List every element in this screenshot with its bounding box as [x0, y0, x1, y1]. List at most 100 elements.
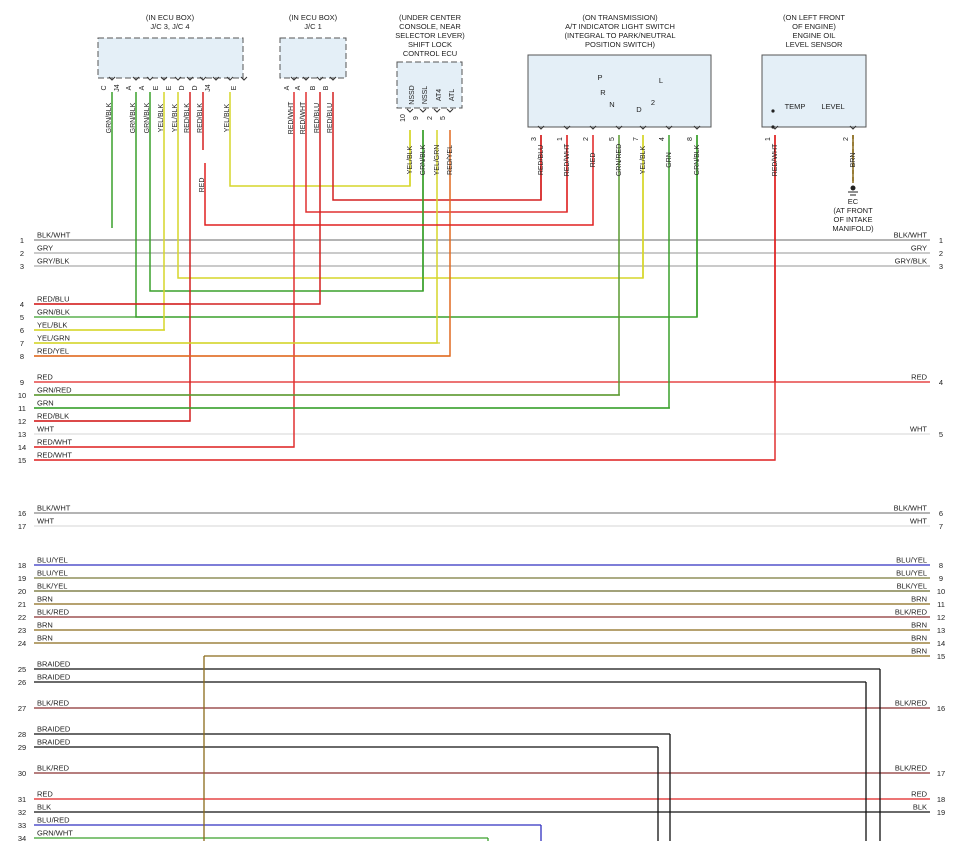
pin-label: D	[179, 85, 186, 90]
pin-marker	[849, 125, 857, 130]
row-wire-label-right: BLK/RED	[895, 764, 928, 773]
row-wire-label-right: BLK/RED	[895, 699, 928, 708]
vertical-wire-label: RED	[199, 178, 206, 193]
vertical-wire-label: RED/BLK	[197, 103, 204, 133]
component-caption: (UNDER CENTER	[399, 13, 462, 22]
vertical-wire-label: GRN/BLK	[694, 144, 701, 175]
component-caption: (ON LEFT FRONT	[783, 13, 845, 22]
row-wire-label: GRN/BLK	[37, 308, 70, 317]
vertical-wire-label: GRN/BLK	[106, 102, 113, 133]
row-number-left: 23	[18, 626, 26, 635]
row-wire-label: BRN	[37, 595, 53, 604]
component-caption: A/T INDICATOR LIGHT SWITCH	[565, 22, 675, 31]
row-number-left: 34	[18, 834, 26, 841]
oil-level-sensor-box	[761, 54, 867, 128]
component-caption: LEVEL SENSOR	[786, 40, 843, 49]
row-number-right: 2	[939, 249, 943, 258]
row-number-left: 2	[20, 249, 24, 258]
wire-layer	[34, 47, 930, 841]
pin-label: E	[166, 85, 173, 90]
row-number-left: 18	[18, 561, 26, 570]
row-number-left: 26	[18, 678, 26, 687]
component-caption: POSITION SWITCH)	[585, 40, 656, 49]
row-wire-label: BRN	[37, 621, 53, 630]
row-wire-label: BLK	[37, 803, 51, 812]
row-wire-label: BLK/RED	[37, 699, 70, 708]
row-wire-label: GRN/WHT	[37, 829, 73, 838]
row-number-left: 29	[18, 743, 26, 752]
row-wire-label-right: BLU/YEL	[896, 569, 927, 578]
row-wire-label-right: BRN	[911, 634, 927, 643]
component-caption: CONTROL ECU	[403, 49, 457, 58]
vertical-wire-label: GRN/BLK	[144, 102, 151, 133]
row-number-right: 17	[937, 769, 945, 778]
row-number-left: 12	[18, 417, 26, 426]
row-number-left: 21	[18, 600, 26, 609]
component-caption: EC	[848, 197, 859, 206]
vertical-wire-label: RED/WHT	[288, 101, 295, 134]
component-caption: OF INTAKE	[833, 215, 872, 224]
row-number-left: 17	[18, 522, 26, 531]
row-number-left: 5	[20, 313, 24, 322]
pin-label: NSSD	[409, 85, 416, 104]
pin-marker	[186, 76, 194, 81]
row-wire-label-right: BLU/YEL	[896, 556, 927, 565]
component-caption: (ON TRANSMISSION)	[582, 13, 658, 22]
vertical-wire-label: RED/BLU	[327, 103, 334, 133]
switch-label: R	[600, 88, 606, 97]
vertical-wire-label: GRN	[666, 152, 673, 168]
vertical-wire-label: RED/WHT	[772, 143, 779, 176]
row-number-left: 31	[18, 795, 26, 804]
row-wire-label: GRY	[37, 244, 53, 253]
row-number-left: 7	[20, 339, 24, 348]
at-indicator-switch-box	[527, 54, 712, 128]
row-wire-label: YEL/BLK	[37, 321, 67, 330]
row-number-right: 4	[939, 378, 943, 387]
row-wire-label: BLK/RED	[37, 608, 70, 617]
pin-label: A	[139, 85, 146, 90]
row-number-left: 10	[18, 391, 26, 400]
switch-label: L	[659, 76, 663, 85]
switch-label: LEVEL	[821, 102, 844, 111]
row-wire-label-right: BLK/WHT	[894, 504, 928, 513]
row-number-right: 7	[939, 522, 943, 531]
pin-number: 4	[659, 137, 666, 141]
pin-label: AT4	[436, 89, 443, 101]
vertical-wire-label: BRN	[850, 153, 857, 168]
shift-lock-ecu-box	[396, 61, 463, 109]
row-number-right: 1	[939, 236, 943, 245]
row-wire-label: RED	[37, 790, 53, 799]
row-wire-label: BLK/WHT	[37, 504, 71, 513]
vertical-wire	[34, 130, 451, 357]
row-number-right: 3	[939, 262, 943, 271]
row-number-right: 11	[937, 600, 945, 609]
pin-marker	[316, 76, 324, 81]
vertical-wire-label: RED/BLK	[184, 103, 191, 133]
component-caption: (IN ECU BOX)	[289, 13, 338, 22]
switch-label: N	[609, 100, 614, 109]
row-wire-label-right: BLK/RED	[895, 608, 928, 617]
pin-number: 2	[583, 137, 590, 141]
row-number-left: 6	[20, 326, 24, 335]
row-number-left: 16	[18, 509, 26, 518]
row-wire-label-right: BRN	[911, 621, 927, 630]
row-number-left: 8	[20, 352, 24, 361]
pin-label: B	[323, 85, 330, 90]
pin-number: 1	[557, 137, 564, 141]
row-wire-label: BLK/RED	[37, 764, 70, 773]
vertical-wire-label: YEL/BLK	[640, 145, 647, 174]
pin-marker	[290, 76, 298, 81]
row-wire-label-right: BRN	[911, 647, 927, 656]
row-number-left: 33	[18, 821, 26, 830]
row-number-right: 15	[937, 652, 945, 661]
row-wire-label-right: WHT	[910, 517, 927, 526]
pin-label: NSSL	[422, 86, 429, 104]
row-wire-label-right: GRY	[911, 244, 927, 253]
pin-label: E	[231, 85, 238, 90]
row-number-right: 14	[937, 639, 945, 648]
pin-marker	[240, 76, 248, 81]
row-number-left: 9	[20, 378, 24, 387]
pin-marker	[160, 76, 168, 81]
row-wire-label: BLU/RED	[37, 816, 70, 825]
component-caption: J/C 3, J/C 4	[150, 22, 189, 31]
